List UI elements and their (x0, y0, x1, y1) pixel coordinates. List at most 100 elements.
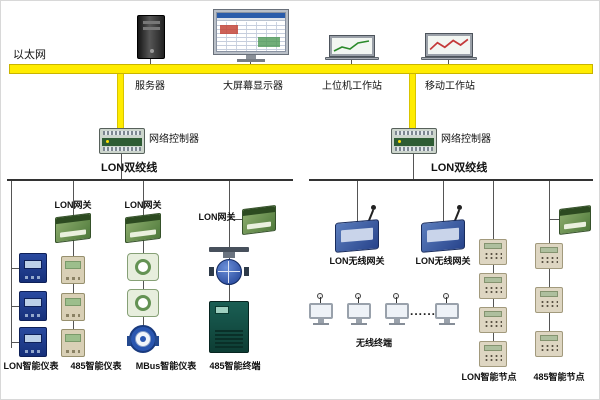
terminal-screen (435, 303, 459, 319)
panel-keypad (540, 256, 558, 265)
connector (121, 154, 122, 179)
lon-gateway-3 (242, 204, 276, 236)
gateway-top (56, 213, 90, 225)
monitor-base (237, 59, 265, 62)
smart-valve (209, 247, 249, 287)
gateway-panel (427, 227, 459, 243)
status-led (398, 140, 401, 143)
inverter-vents (215, 330, 243, 348)
bus-right-label: LON双绞线 (431, 162, 488, 174)
meter-lcd (65, 334, 81, 342)
network-controller-right (391, 128, 437, 154)
network-controller-left (99, 128, 145, 154)
panel-lcd (484, 277, 502, 283)
meter-buttons (25, 314, 41, 317)
antenna-icon (396, 297, 397, 303)
panel-lcd (540, 291, 558, 297)
ethernet-drop-right (409, 74, 416, 128)
gateway-strip (564, 221, 586, 230)
rs485-node-panel (535, 243, 563, 269)
branch-stub (550, 219, 560, 220)
meter-lcd (65, 298, 81, 306)
antenna-icon (446, 297, 447, 303)
wireless-terminal (435, 293, 459, 327)
valve-body (216, 259, 242, 285)
gateway1-label: LON网关 (54, 200, 92, 210)
rs485-node-panel (535, 331, 563, 357)
monitor-screen (216, 12, 286, 52)
valve-flange (244, 267, 249, 276)
chart-block (258, 37, 280, 47)
laptop-screen (332, 38, 372, 54)
meter-hub (140, 336, 146, 342)
lon-bus-left (7, 179, 293, 181)
lon-node-panel (479, 273, 507, 299)
terminal-stand (444, 319, 450, 323)
mobile-workstation-laptop (425, 33, 473, 57)
mbus-water-meter (127, 325, 159, 353)
gateway3-label: LON网关 (198, 212, 236, 222)
rs485-meter (61, 256, 85, 284)
lon-node-panel (479, 307, 507, 333)
wireless-terminal (347, 293, 371, 327)
lon-gateway-2 (125, 212, 161, 244)
branch-line (11, 181, 12, 348)
ellipsis: ...... (410, 304, 437, 318)
toolbar (217, 18, 285, 21)
mbus-meters-label: MBus智能仪表 (135, 361, 197, 371)
antenna-tip-icon (457, 205, 462, 210)
terminal-screen (385, 303, 409, 319)
gateway2-label: LON网关 (124, 200, 162, 210)
lon-nodes-label: LON智能节点 (461, 372, 517, 382)
antenna-icon (320, 297, 321, 303)
gateway-top (126, 213, 160, 225)
lon-meter (19, 327, 47, 357)
gateway-top (243, 206, 275, 216)
controller-left-label: 网络控制器 (149, 134, 199, 145)
lon-meters-label: LON智能仪表 (3, 361, 59, 371)
panel-lcd (484, 345, 502, 351)
terminal-block (395, 131, 433, 135)
panel-keypad (540, 300, 558, 309)
rs485-node-panel (535, 287, 563, 313)
lon-meter (19, 291, 47, 321)
titlebar (217, 13, 285, 18)
workstation-laptop (329, 35, 375, 57)
terminal-screen (347, 303, 371, 319)
lon-bus-right (309, 179, 593, 181)
rs485-gateway (559, 205, 591, 235)
rs485-nodes-label: 485智能节点 (533, 372, 585, 382)
power-button-icon (150, 49, 154, 53)
terminal-screen (309, 303, 333, 319)
panel-lcd (484, 243, 502, 249)
terminal-block (103, 147, 141, 151)
meter-buttons (25, 276, 41, 279)
panel-lcd (540, 335, 558, 341)
branch-line (443, 181, 444, 223)
terminal-stand (318, 319, 324, 323)
terminal-base (389, 323, 405, 325)
panel-keypad (484, 286, 502, 295)
monitor-stand (246, 55, 256, 59)
ethernet-drop-left (117, 74, 124, 128)
server-tower (137, 15, 165, 59)
connector (448, 60, 449, 64)
ethernet-label: 以太网 (13, 49, 46, 61)
laptop-base (325, 57, 379, 60)
rs485-terminal-label: 485智能终端 (209, 361, 261, 371)
mbus-meter (127, 289, 159, 317)
meter-flange (155, 336, 159, 346)
gateway-strip (130, 229, 156, 238)
meter-display (24, 334, 42, 343)
meter-buttons (66, 314, 80, 317)
terminal-base (313, 323, 329, 325)
branch-stub (12, 306, 20, 307)
workstation-label: 上位机工作站 (322, 81, 382, 92)
meter-display (24, 298, 42, 307)
valve-cross (218, 271, 240, 272)
terminal-stand (356, 319, 362, 323)
lon-node-panel (479, 239, 507, 265)
laptop-screen (428, 36, 470, 54)
meter-buttons (66, 277, 80, 280)
valve-cross (228, 261, 229, 283)
